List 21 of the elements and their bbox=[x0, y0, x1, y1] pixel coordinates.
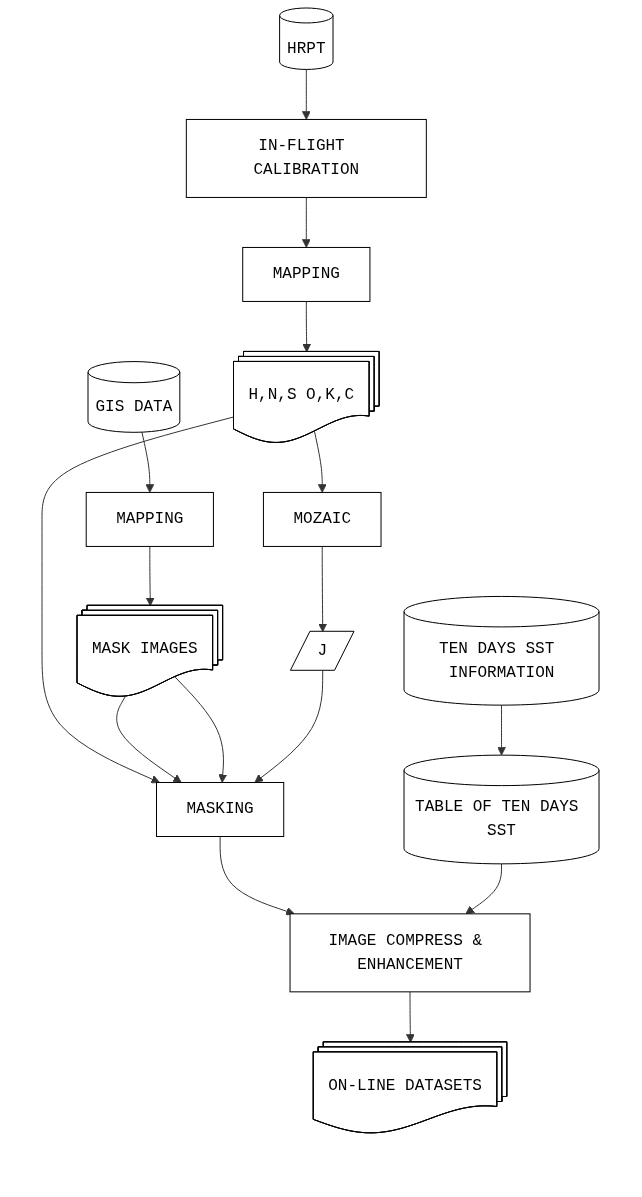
arrow bbox=[465, 863, 503, 915]
arrow bbox=[302, 68, 312, 120]
node-box: IMAGE COMPRESS & ENHANCEMENT bbox=[290, 913, 531, 993]
arrow bbox=[254, 670, 324, 783]
arrow bbox=[141, 431, 155, 493]
arrow bbox=[116, 696, 183, 783]
node-box: MOZAIC bbox=[263, 491, 382, 547]
arrow bbox=[175, 676, 228, 783]
arrow bbox=[302, 196, 312, 248]
arrow bbox=[42, 416, 235, 784]
arrow bbox=[146, 545, 156, 607]
node-box: IN-FLIGHT CALIBRATION bbox=[186, 118, 428, 198]
arrow bbox=[406, 991, 416, 1043]
arrow bbox=[302, 300, 312, 353]
arrow bbox=[220, 836, 296, 916]
arrow bbox=[314, 431, 328, 493]
node-box: MAPPING bbox=[86, 491, 215, 547]
arrow bbox=[497, 704, 507, 756]
arrow bbox=[318, 545, 328, 633]
node-box: MASKING bbox=[156, 782, 285, 837]
node-box: MAPPING bbox=[242, 246, 371, 302]
